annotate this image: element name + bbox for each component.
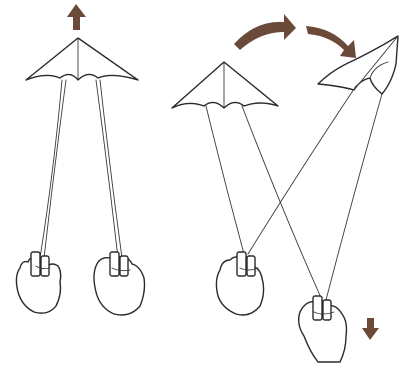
kite-turning-icon	[318, 36, 398, 94]
right-hand-icon	[94, 252, 145, 315]
right-panel	[172, 14, 398, 362]
kite-icon	[26, 38, 138, 80]
down-arrow-icon	[362, 318, 379, 340]
kite-lines	[40, 80, 122, 258]
left-panel	[16, 4, 144, 315]
left-hand-icon	[16, 252, 60, 313]
left-hand-icon	[216, 252, 263, 315]
kite-icon	[172, 62, 278, 108]
curved-arrow-icon	[234, 14, 356, 58]
up-arrow-icon	[67, 4, 86, 30]
right-hand-pulling-icon	[299, 296, 347, 362]
